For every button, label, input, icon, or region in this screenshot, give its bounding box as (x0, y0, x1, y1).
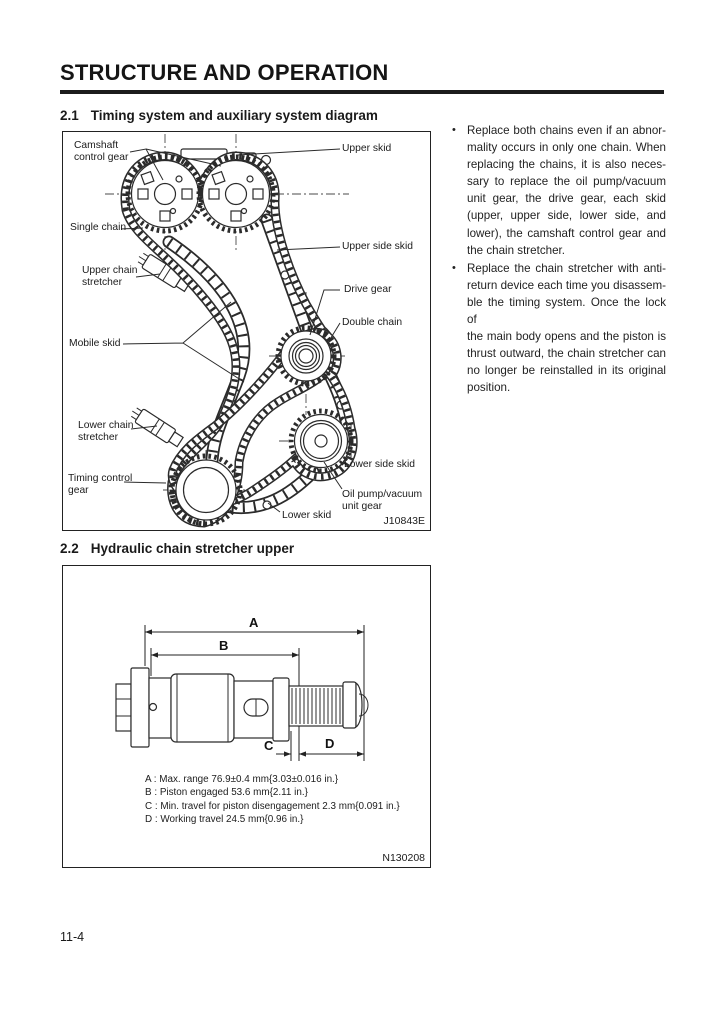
section-2-2-heading: 2.2 Hydraulic chain stretcher upper (60, 541, 294, 556)
note-text-1: Replace both chains even if an abnor-mal… (467, 124, 666, 257)
label-upper-chain-stretcher: Upper chain stretcher (82, 265, 138, 289)
label-lower-side-skid: Lower side skid (344, 459, 415, 470)
double-chain-shape (167, 328, 358, 509)
section-2-2-title: Hydraulic chain stretcher upper (90, 541, 295, 556)
page-number: 11-4 (60, 930, 85, 944)
label-timing-control-gear: Timing control gear (68, 473, 133, 497)
bullet-marker: • (452, 261, 456, 274)
dimension-legend: A : Max. range 76.9±0.4 mm{3.03±0.016 in… (145, 774, 400, 826)
upper-chain-stretcher-shape (137, 252, 192, 293)
bullet-marker: • (452, 124, 456, 136)
timing-system-figure: Camshaft control gear Upper skid Single … (62, 131, 431, 531)
section-2-1-number: 2.1 (60, 108, 79, 123)
label-lower-skid: Lower skid (282, 510, 332, 521)
oil-pump-gear-shape (288, 408, 354, 474)
camshaft-gear-left-shape (125, 154, 205, 234)
label-double-chain: Double chain (342, 317, 403, 328)
title-rule (60, 90, 664, 94)
camshaft-gear-right-shape (196, 154, 276, 234)
figure-2-id: N130208 (382, 852, 425, 864)
upper-side-skid-shape (260, 213, 313, 335)
figure-1-id: J10843E (383, 515, 425, 527)
tensioner-body-shape (115, 667, 369, 748)
label-mobile-skid: Mobile skid (69, 338, 121, 349)
label-drive-gear: Drive gear (344, 284, 392, 295)
label-lower-chain-stretcher: Lower chain stretcher (78, 420, 134, 444)
dim-label-c: C (264, 738, 274, 753)
notes-column: • Replace both chains even if an abnor-m… (452, 122, 666, 398)
label-upper-skid: Upper skid (342, 143, 392, 154)
dim-label-d: D (325, 736, 335, 751)
label-camshaft-control-gear: Camshaft control gear (74, 140, 129, 164)
drive-gear-shape (275, 325, 337, 387)
dim-label-b: B (219, 638, 229, 653)
timing-chain-diagram (105, 134, 359, 528)
section-2-2-number: 2.2 (60, 541, 79, 556)
dim-label-a: A (249, 615, 259, 630)
timing-control-gear-shape (169, 453, 243, 527)
chain-stretcher-diagram (115, 625, 369, 761)
section-2-1-heading: 2.1 Timing system and auxiliary system di… (60, 108, 378, 123)
chain-stretcher-figure: A B C D A : Max. range 76.9±0.4 mm{3.03±… (62, 565, 431, 868)
label-single-chain: Single chain (70, 222, 127, 233)
note-text-2: Replace the chain stretcher with anti-re… (467, 261, 666, 395)
note-bullet-2: • Replace the chain stretcher with anti-… (452, 260, 666, 397)
section-2-1-title: Timing system and auxiliary system diagr… (90, 108, 378, 123)
label-upper-side-skid: Upper side skid (342, 241, 413, 252)
page-title: STRUCTURE AND OPERATION (60, 60, 389, 85)
note-bullet-1: • Replace both chains even if an abnor-m… (452, 122, 666, 259)
label-oil-pump-vacuum-gear: Oil pump/vacuum unit gear (342, 489, 423, 513)
